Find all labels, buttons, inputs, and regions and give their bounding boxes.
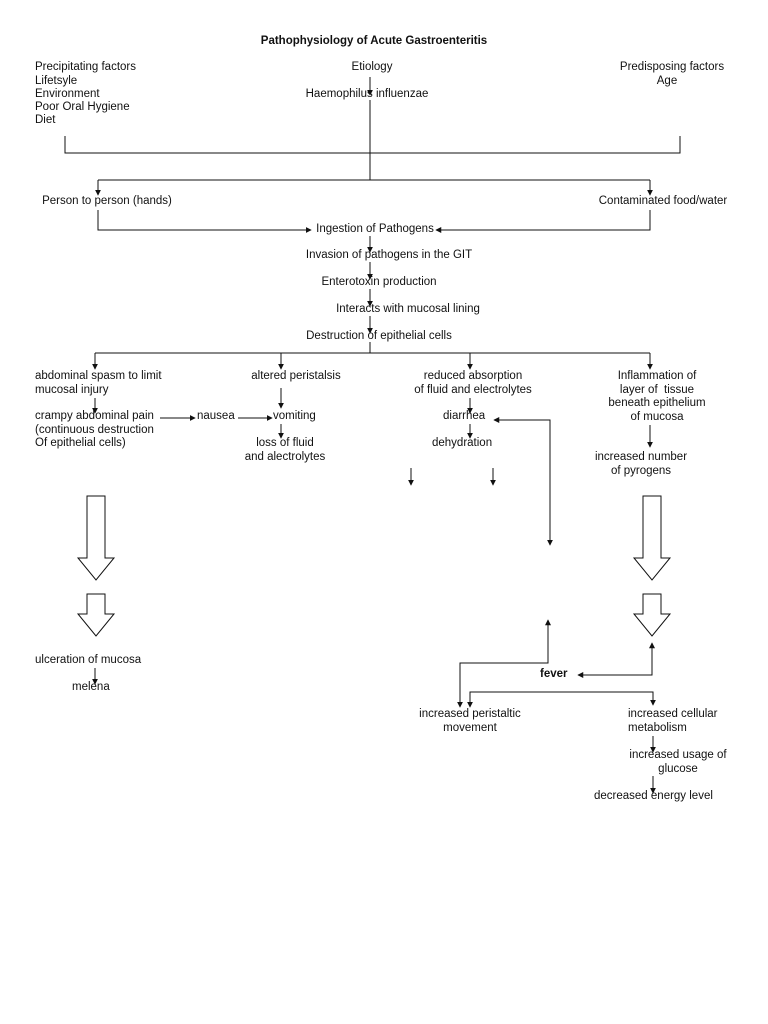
predisposing-heading: Predisposing factors: [619, 61, 725, 73]
etiology-agent: Haemophilus influenzae: [305, 88, 429, 100]
predisposing-item: Age: [656, 75, 678, 87]
block-arrow-right-large: [632, 495, 672, 581]
precipitating-item: Lifetsyle: [35, 75, 78, 87]
precipitating-heading: Precipitating factors: [35, 61, 136, 73]
fever: fever: [540, 668, 568, 680]
fluid-loss: loss of fluid and alectrolytes: [244, 437, 326, 463]
side-loop-to-diarrhea: [493, 417, 551, 545]
fever-to-peristaltic: [457, 620, 549, 708]
vomiting: vomiting: [273, 410, 316, 422]
melena: melena: [72, 681, 110, 693]
transmission-person: Person to person (hands): [42, 195, 172, 207]
chain-step: Invasion of pathogens in the GIT: [305, 249, 473, 261]
factors-bracket: [64, 136, 681, 154]
altered-peristalsis: altered peristalsis: [251, 370, 341, 382]
precipitating-item: Environment: [35, 88, 100, 100]
fever-split: [469, 691, 656, 707]
dehydration: dehydration: [432, 437, 493, 449]
precipitating-item: Poor Oral Hygiene: [35, 101, 130, 113]
pyrogens: increased number of pyrogens: [594, 451, 688, 477]
chain-step: Destruction of epithelial cells: [306, 330, 452, 342]
increased-peristaltic-movement: increased peristaltic movement: [419, 708, 521, 734]
abdominal-spasm: abdominal spasm to limit mucosal injury: [35, 370, 162, 396]
pyrogens-to-fever: [577, 645, 653, 678]
block-arrow-left-small: [76, 593, 116, 637]
nausea: nausea: [197, 410, 235, 422]
page-title: Pathophysiology of Acute Gastroenteritis: [260, 35, 488, 47]
decreased-energy-level: decreased energy level: [594, 790, 713, 802]
ulceration: ulceration of mucosa: [35, 654, 142, 666]
precipitating-item: Diet: [35, 114, 56, 126]
block-arrow-left-large: [76, 495, 116, 581]
block-arrow-right-small: [632, 593, 672, 637]
inflammation: Inflammation of layer of tissue beneath …: [608, 370, 706, 423]
etiology-heading: Etiology: [351, 61, 393, 73]
food-to-ingestion: [435, 210, 651, 233]
chain-step: Ingestion of Pathogens: [316, 223, 434, 235]
increased-glucose-usage: increased usage of glucose: [629, 749, 727, 775]
transmission-food: Contaminated food/water: [598, 195, 728, 207]
chain-step: Interacts with mucosal lining: [336, 303, 480, 315]
reduced-absorption: reduced absorption of fluid and electrol…: [414, 370, 532, 396]
increased-cellular-metabolism: increased cellular metabolism: [628, 708, 718, 734]
crampy-abdominal-pain: crampy abdominal pain (continuous destru…: [35, 410, 154, 449]
person-to-ingestion: [97, 210, 312, 233]
diarrhea: diarrhea: [443, 410, 486, 422]
chain-step: Enterotoxin production: [321, 276, 437, 288]
